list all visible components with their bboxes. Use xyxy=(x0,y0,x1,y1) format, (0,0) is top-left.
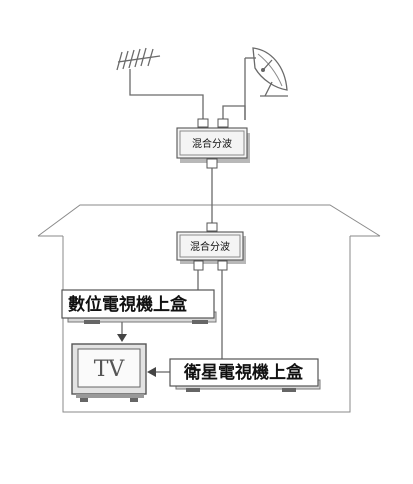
digital-to-tv-arrow xyxy=(117,322,127,342)
antenna-cables xyxy=(129,69,246,122)
outdoor-splitter-label: 混合分波 xyxy=(192,137,232,150)
house-outline xyxy=(37,204,381,413)
digital-stb-label: 數位電視機上盒 xyxy=(68,294,188,315)
tv-icon: TV xyxy=(71,343,147,402)
satellite-to-tv-arrow xyxy=(147,367,170,377)
tv-label: TV xyxy=(94,357,126,382)
stb-cables xyxy=(197,270,223,359)
indoor-splitter: 混合分波 xyxy=(176,222,246,271)
satellite-stb-label: 衛星電視機上盒 xyxy=(183,362,304,383)
digital-stb-box: 數位電視機上盒 xyxy=(61,289,217,324)
indoor-splitter-label: 混合分波 xyxy=(190,240,230,253)
outdoor-splitter: 混合分波 xyxy=(176,118,250,169)
satellite-dish-icon xyxy=(244,47,288,120)
terrestrial-antenna-icon xyxy=(116,47,161,71)
satellite-stb-box: 衛星電視機上盒 xyxy=(169,358,321,392)
